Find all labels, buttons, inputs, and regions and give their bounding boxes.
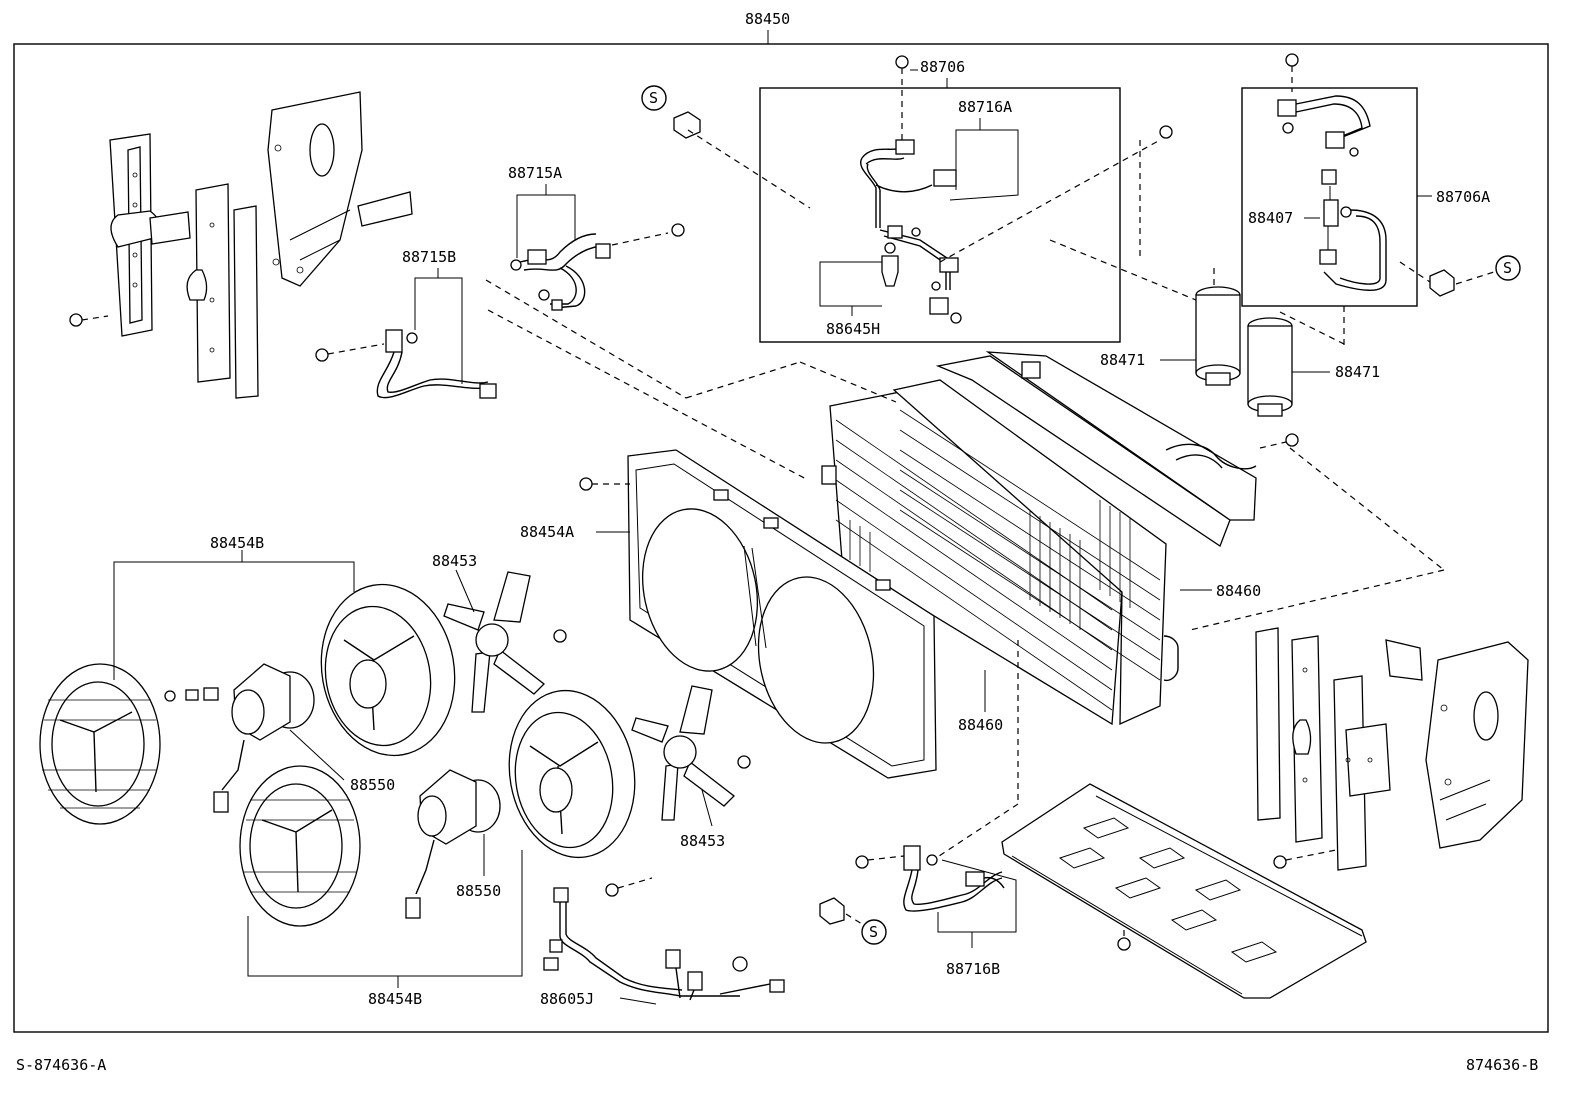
label-88454A[interactable]: 88454A	[520, 523, 574, 541]
label-88550-a[interactable]: 88550	[350, 776, 395, 794]
box-88706A: 88407 88706A S	[1241, 53, 1521, 347]
label-88450[interactable]: 88450	[745, 10, 790, 28]
label-88460-a[interactable]: 88460	[1216, 582, 1261, 600]
top-support	[935, 351, 1445, 631]
s-marker-1: S	[649, 89, 658, 107]
s-marker-3: S	[1503, 259, 1512, 277]
label-88706A[interactable]: 88706A	[1436, 188, 1490, 206]
label-88471-b[interactable]: 88471	[1335, 363, 1380, 381]
pipe-88715B: 88715B	[315, 248, 497, 399]
right-bracket-group	[1255, 627, 1529, 871]
s-marker-2: S	[869, 923, 878, 941]
label-88716B[interactable]: 88716B	[946, 960, 1000, 978]
wire-harness-88605J: 88605J	[540, 887, 785, 1008]
label-88706[interactable]: 88706	[920, 58, 965, 76]
label-88453-a[interactable]: 88453	[432, 552, 477, 570]
under-cover-panel	[1001, 783, 1367, 999]
label-88460-b[interactable]: 88460	[958, 716, 1003, 734]
fan-blade-upper: 88453	[432, 552, 567, 713]
label-88454B-top[interactable]: 88454B	[210, 534, 264, 552]
label-88453-b[interactable]: 88453	[680, 832, 725, 850]
s-clip-upper-left: S	[641, 85, 811, 209]
fan-shroud-88454A: 88454A	[485, 279, 1019, 859]
footer-code-right: 874636-B	[1466, 1056, 1538, 1074]
receiver-dryers: 88471 88471	[1049, 239, 1380, 417]
label-88550-b[interactable]: 88550	[456, 882, 501, 900]
label-88605J[interactable]: 88605J	[540, 990, 594, 1008]
condenser-88460: 88460 88460	[829, 379, 1261, 734]
box-88706: 88706 88716A 88645H	[759, 55, 1173, 343]
left-bracket-group	[69, 91, 413, 399]
label-88715A[interactable]: 88715A	[508, 164, 562, 182]
label-88454B-bottom[interactable]: 88454B	[368, 990, 422, 1008]
label-88715B[interactable]: 88715B	[402, 248, 456, 266]
label-88716A[interactable]: 88716A	[958, 98, 1012, 116]
pipe-88715A: 88715A	[508, 164, 685, 311]
fan-assembly-88454B: 88550 88550 88454B 88454B	[39, 534, 653, 1008]
label-88645H[interactable]: 88645H	[826, 320, 880, 338]
footer-code-left: S-874636-A	[16, 1056, 106, 1074]
assembly-frame	[13, 43, 1549, 1033]
label-88407[interactable]: 88407	[1248, 209, 1293, 227]
fan-blade-lower: 88453	[631, 685, 751, 850]
pipe-88716B: 88716B S	[819, 845, 1017, 978]
label-88471-a[interactable]: 88471	[1100, 351, 1145, 369]
